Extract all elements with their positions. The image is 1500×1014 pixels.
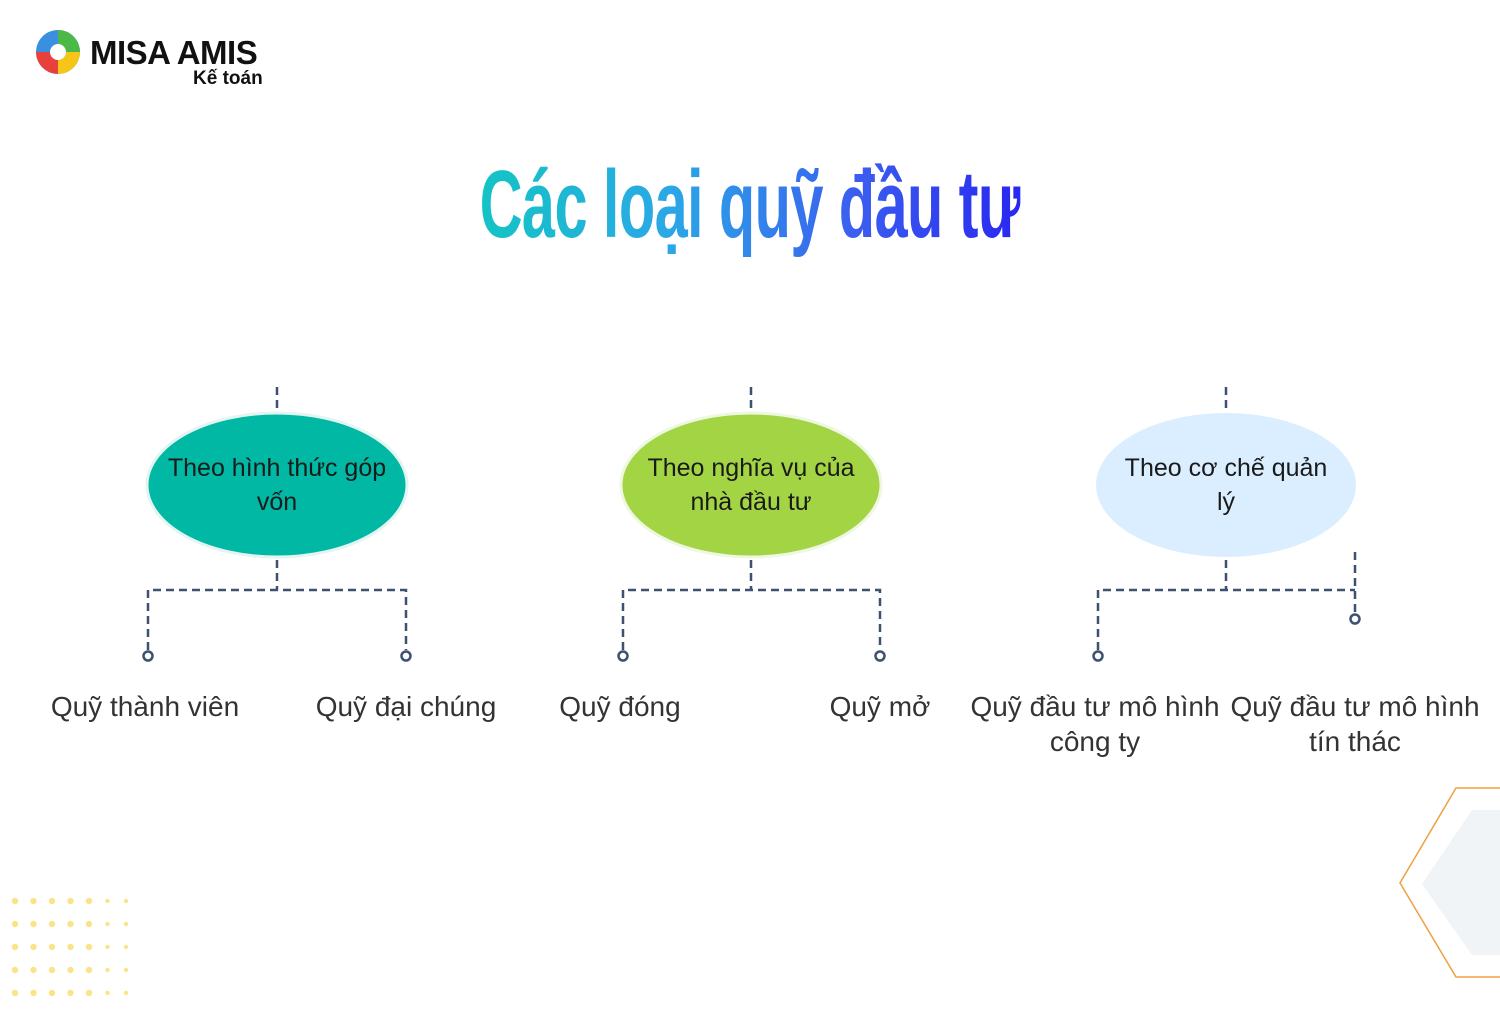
- leaf-label: Quỹ đóng: [559, 691, 681, 722]
- decor-dot: [105, 944, 110, 950]
- leaf-label: Quỹ mở: [829, 691, 931, 722]
- decor-dot: [123, 944, 129, 950]
- decor-dot: [30, 989, 37, 997]
- decor-dot: [48, 966, 56, 974]
- logo-product: Kế toán: [193, 68, 263, 89]
- decor-hexagon: [1399, 787, 1500, 978]
- decor-dot: [11, 897, 19, 905]
- decor-dot: [11, 920, 19, 928]
- decor-dot: [30, 943, 37, 951]
- connector-ends: [142, 613, 1361, 662]
- decor-dot: [105, 967, 110, 973]
- decor-dot: [105, 921, 110, 927]
- leaf-label: Quỹ đại chúng: [315, 691, 497, 722]
- decor-dot: [11, 966, 19, 974]
- node-ellipse-3: [1096, 413, 1356, 557]
- decor-dot: [67, 897, 74, 905]
- leaf-label: Quỹ đầu tư mô hình tín thác: [1230, 691, 1480, 757]
- decor-dot: [48, 897, 56, 905]
- decor-dots: [11, 897, 129, 997]
- decor-dot: [123, 898, 129, 904]
- decor-dot: [123, 921, 129, 927]
- decor-dot: [30, 966, 37, 974]
- decor-dot: [11, 943, 19, 951]
- decor-dot: [67, 920, 74, 928]
- decor-dot: [85, 897, 93, 905]
- node-ellipse-1: [145, 411, 409, 559]
- leaf-label: Quỹ đầu tư mô hình công ty: [970, 691, 1220, 757]
- decor-dot: [105, 990, 110, 996]
- decor-dot: [85, 966, 93, 974]
- decor-dot: [105, 898, 110, 904]
- decor-dot: [67, 989, 74, 997]
- group-node-2: Theo nghĩa vụ của nhà đầu tư: [647, 454, 855, 516]
- decor-dot: [48, 943, 56, 951]
- decor-dot: [48, 920, 56, 928]
- node-ellipse-2: [619, 411, 883, 559]
- decor-dot: [123, 967, 129, 973]
- decor-dot: [30, 897, 37, 905]
- decor-dot: [30, 920, 37, 928]
- decor-dot: [67, 943, 74, 951]
- decor-dot: [48, 989, 56, 997]
- logo-icon: [36, 30, 80, 74]
- connectors: [146, 387, 1357, 650]
- decor-dot: [85, 989, 93, 997]
- decor-dot: [123, 990, 129, 996]
- logo-brand: MISA AMIS: [90, 34, 258, 71]
- decor-dot: [11, 989, 19, 997]
- group-node-3: Theo cơ chế quản lý: [1124, 454, 1328, 516]
- decor-dot: [67, 966, 74, 974]
- group-node-1: Theo hình thức góp vốn: [167, 454, 387, 516]
- decor-dot: [85, 920, 93, 928]
- decor-dot: [85, 943, 93, 951]
- page-title: Các loại quỹ đầu tư: [479, 151, 1021, 258]
- leaf-label: Quỹ thành viên: [50, 691, 240, 722]
